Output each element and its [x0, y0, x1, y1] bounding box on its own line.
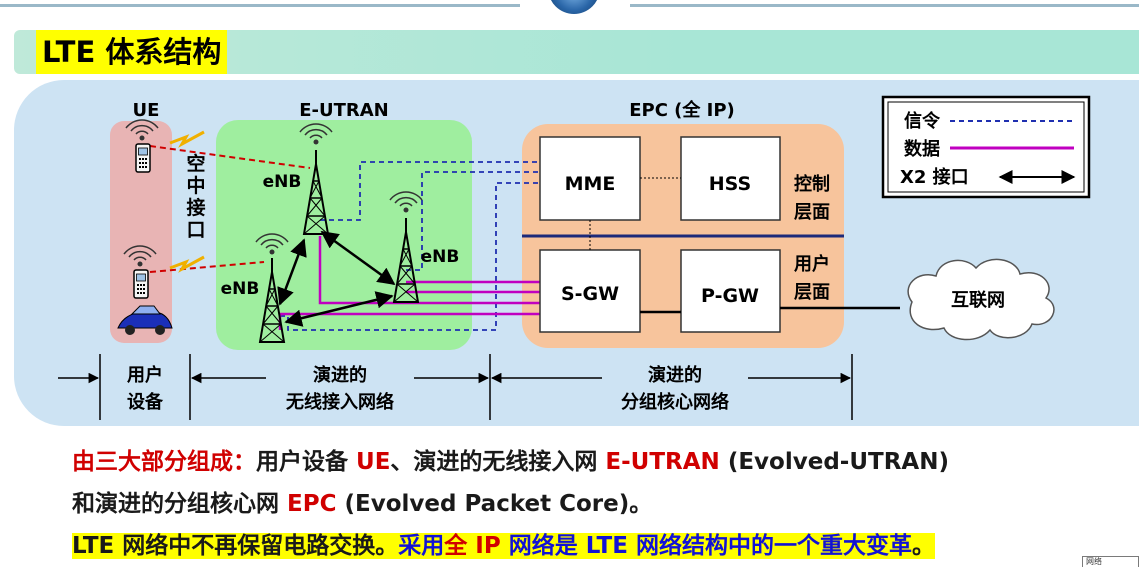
- top-line-left: [0, 4, 520, 7]
- corner-tab: 网络: [1082, 556, 1139, 567]
- summary-text: 用户设备: [256, 449, 357, 475]
- sgw-label: S-GW: [561, 283, 619, 305]
- summary-lead: 由三大部分组成：: [72, 449, 256, 475]
- epc-full-line2: 分组核心网络: [621, 391, 729, 413]
- summary-text: 和演进的分组核心网: [72, 491, 288, 517]
- legend-signaling-label: 信令: [904, 110, 941, 132]
- ue-header: UE: [133, 100, 160, 121]
- user-equipment-line2: 设备: [127, 391, 164, 413]
- user-plane-label: 用户层面: [794, 253, 830, 303]
- highlight-part-1: LTE 网络中不再保留电路交换。: [72, 533, 399, 559]
- summary-epc: EPC: [287, 491, 337, 517]
- radio-links: [149, 145, 311, 273]
- epc-full-line1: 演进的: [648, 364, 702, 386]
- summary-text: (Evolved Packet Core)。: [336, 491, 653, 517]
- user-equipment-line1: 用户: [127, 364, 163, 386]
- hss-node: HSS: [680, 136, 781, 221]
- page-title: LTE 体系结构: [36, 30, 228, 74]
- summary-text: 、演进的无线接入网: [390, 449, 606, 475]
- eutran-full-line1: 演进的: [313, 364, 367, 386]
- summary-ue: UE: [356, 449, 391, 475]
- sgw-node: S-GW: [539, 249, 641, 333]
- hss-label: HSS: [709, 173, 751, 195]
- enb-label: eNB: [221, 279, 260, 299]
- x2-links: [277, 230, 396, 327]
- top-line-right: [630, 4, 1139, 7]
- epc-header: EPC (全 IP): [629, 99, 735, 121]
- highlight-line: LTE 网络中不再保留电路交换。采用全 IP 网络是 LTE 网络结构中的一个重…: [72, 526, 935, 560]
- span-indicators: [58, 354, 853, 420]
- ue-region: [110, 121, 172, 343]
- enb-label: eNB: [263, 172, 302, 192]
- mme-label: MME: [565, 173, 616, 195]
- eutran-full-line2: 无线接入网络: [286, 391, 394, 413]
- legend-x2-label: X2 接口: [900, 166, 969, 188]
- lightning-icon: [169, 255, 205, 273]
- control-plane-label: 控制层面: [794, 173, 830, 223]
- highlight-part-3: 全 IP: [444, 533, 501, 559]
- internet-cloud-icon: 互联网: [907, 258, 1055, 341]
- pgw-node: P-GW: [680, 249, 781, 333]
- legend: 信令 数据 X2 接口: [881, 95, 1091, 199]
- highlight-part-5: 。: [911, 533, 935, 559]
- pgw-label: P-GW: [701, 285, 759, 307]
- mobile-phone-icon: [133, 269, 149, 299]
- eutran-header: E-UTRAN: [299, 100, 389, 121]
- eutran-region: [216, 120, 472, 350]
- enb-label: eNB: [421, 247, 460, 267]
- air-interface-label: 空中接口: [186, 152, 205, 241]
- legend-data-label: 数据: [904, 138, 940, 160]
- summary-line-1: 由三大部分组成：用户设备 UE、演进的无线接入网 E-UTRAN (Evolve…: [72, 442, 949, 476]
- globe-icon: [548, 0, 600, 14]
- highlight-part-4: 网络是 LTE 网络结构中的一个重大变革: [500, 533, 912, 559]
- internet-label: 互联网: [951, 290, 1005, 311]
- signaling-lines: [280, 161, 540, 331]
- summary-eutran: E-UTRAN: [605, 449, 720, 475]
- user-equipment-label-bg: [110, 356, 180, 420]
- summary-text: (Evolved-UTRAN): [719, 449, 949, 475]
- car-icon: [117, 305, 173, 335]
- lightning-icon: [169, 130, 205, 148]
- summary-line-2: 和演进的分组核心网 EPC (Evolved Packet Core)。: [72, 484, 652, 518]
- mobile-phone-icon: [135, 143, 151, 173]
- highlight-part-2: 采用: [398, 533, 445, 559]
- mme-node: MME: [539, 136, 641, 221]
